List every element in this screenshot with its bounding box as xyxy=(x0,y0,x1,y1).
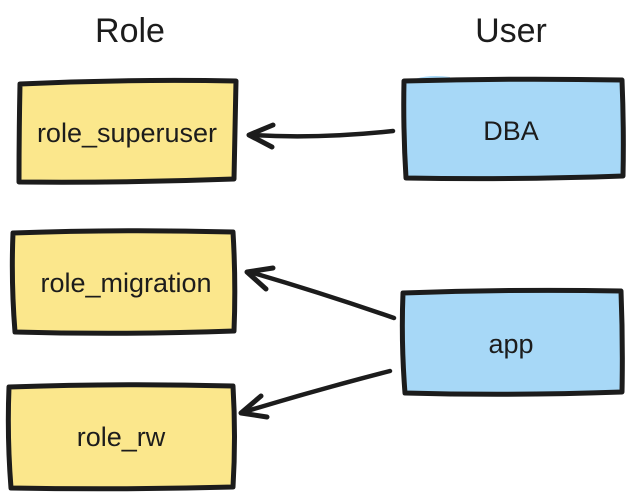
arrow-app-to-role-rw-line xyxy=(241,368,393,415)
role-superuser-box xyxy=(16,77,239,185)
arrow-app-to-role-rw-head xyxy=(238,393,270,420)
node-app: app xyxy=(399,287,625,397)
role-migration-box xyxy=(9,228,238,336)
role-rw-box xyxy=(5,382,237,492)
arrow-app-to-role-migration-head xyxy=(244,265,276,292)
node-role-superuser: role_superuser xyxy=(16,77,239,185)
arrow-app-to-role-rw xyxy=(238,368,393,420)
dba-label: DBA xyxy=(483,116,539,146)
app-box xyxy=(399,287,625,397)
dba-box xyxy=(401,76,626,182)
node-role-rw: role_rw xyxy=(5,382,237,492)
arrow-app-to-role-migration xyxy=(244,265,397,321)
column-title-user: User xyxy=(475,12,547,50)
node-role-migration: role_migration xyxy=(9,228,238,336)
app-label: app xyxy=(488,329,533,359)
node-dba: DBA xyxy=(401,76,626,182)
arrow-dba-to-role-superuser-head xyxy=(246,122,276,150)
arrow-app-to-role-migration-line xyxy=(247,269,397,321)
role-rw-label: role_rw xyxy=(77,422,166,452)
arrow-dba-to-role-superuser-line xyxy=(248,128,396,139)
role-migration-label: role_migration xyxy=(40,268,211,298)
role-superuser-label: role_superuser xyxy=(37,118,217,148)
column-title-role: Role xyxy=(95,12,165,50)
arrow-dba-to-role-superuser xyxy=(246,122,396,150)
